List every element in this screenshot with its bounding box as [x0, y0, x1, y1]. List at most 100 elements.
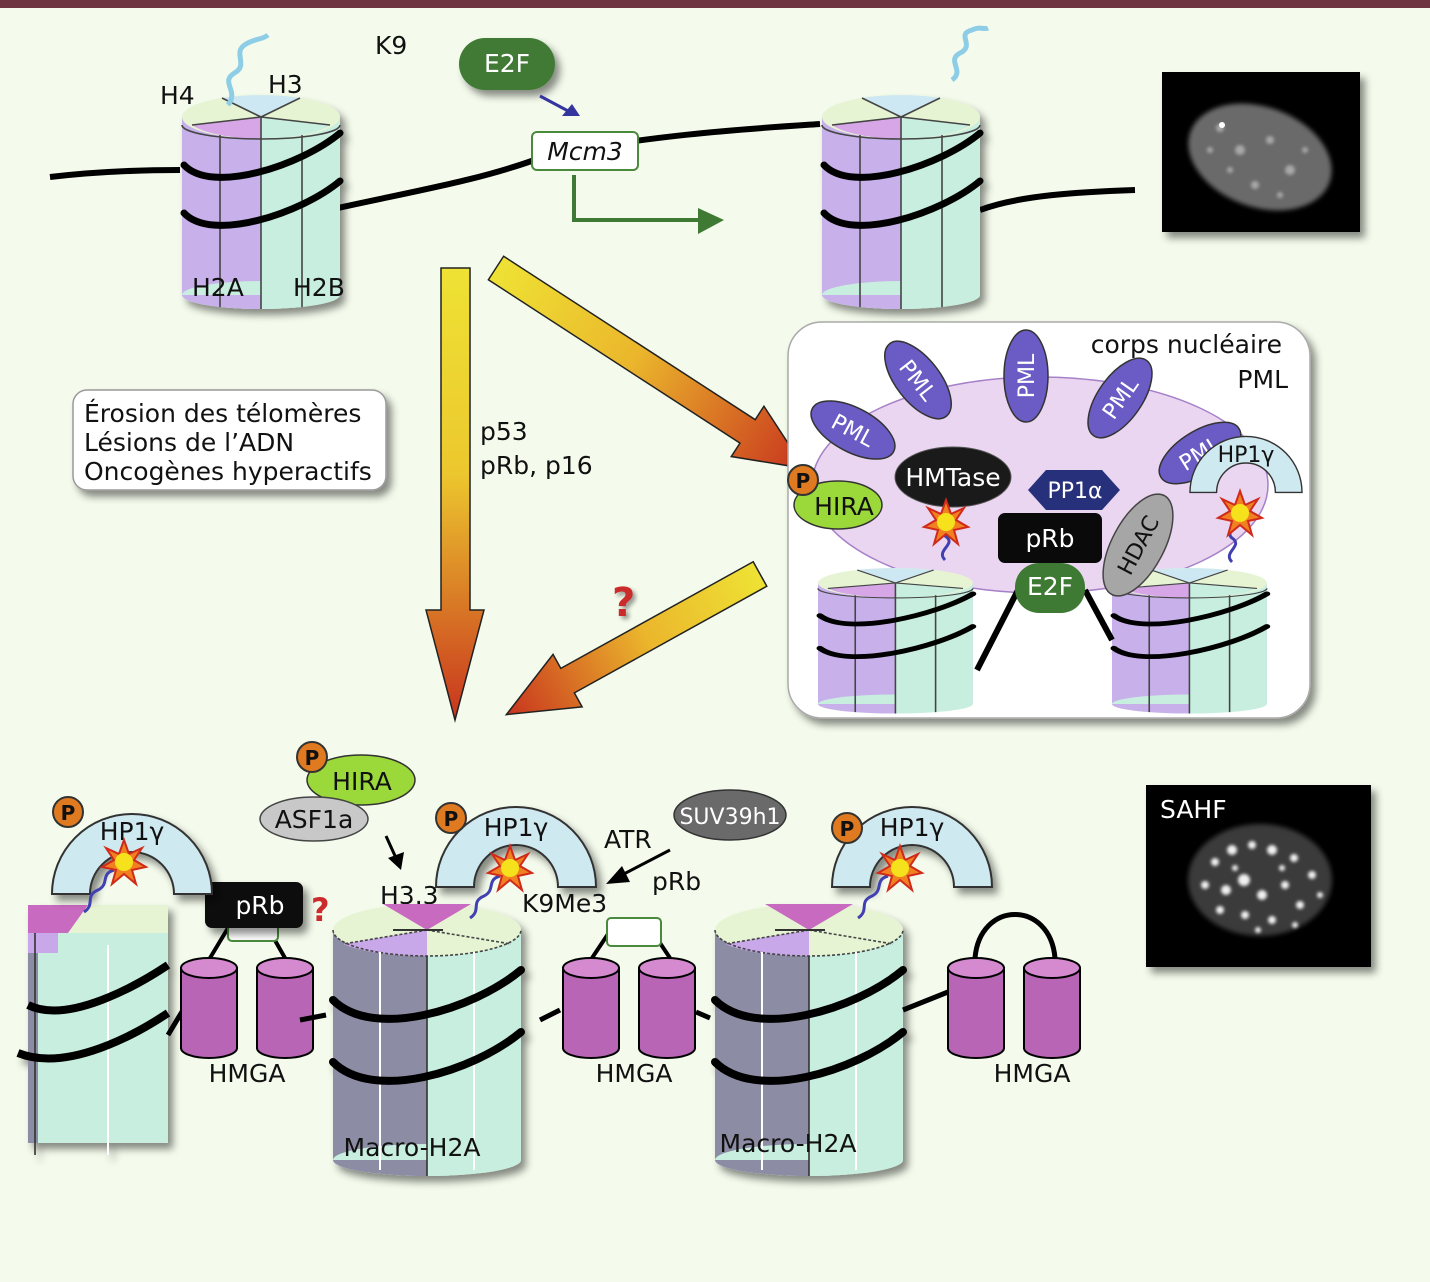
hp1g-label-right: HP1γ — [880, 813, 945, 842]
asf1a-protein — [259, 796, 369, 842]
e2f-label: E2F — [484, 49, 530, 78]
pml-protein: PML — [884, 340, 952, 420]
dna-loop — [972, 912, 1058, 959]
atr-label: ATR — [604, 825, 652, 854]
bright-spot — [1219, 122, 1225, 128]
label-h2b: H2B — [293, 273, 345, 302]
pml-body-title: corps nucléaire — [1091, 330, 1282, 359]
question-mark-pml-link: ? — [612, 580, 635, 626]
question-mark-prb: ? — [311, 891, 330, 929]
dna-strand — [902, 989, 949, 1013]
methyl-mark-icon — [487, 845, 533, 891]
top-bar — [0, 0, 1430, 8]
dna-strand — [978, 187, 1136, 213]
histone-tail — [950, 25, 990, 83]
arrow-senescence-direct — [425, 267, 485, 723]
methylation-arrowhead — [606, 866, 630, 884]
hira-label-pml: HIRA — [814, 492, 874, 521]
hp1g-label-pml: HP1γ — [1218, 443, 1275, 468]
phospho-label: P — [305, 746, 320, 770]
pml-body-title-2: PML — [1237, 365, 1288, 394]
e2f-protein-pml — [1015, 563, 1085, 613]
stimulus-oncogenes: Oncogènes hyperactifs — [84, 457, 372, 486]
suv39h1-label: SUV39h1 — [679, 805, 780, 830]
hp1g-label-left: HP1γ — [100, 817, 165, 846]
stimulus-telomere-erosion: Érosion des télomères — [84, 399, 361, 428]
asf1a-label: ASF1a — [275, 805, 354, 834]
prb-label-pml: pRb — [1025, 524, 1074, 553]
hira-label-sahf: HIRA — [332, 767, 392, 796]
hmga-protein — [947, 957, 1005, 1059]
histone-tail — [857, 874, 889, 920]
label-k9: K9 — [375, 31, 407, 60]
hmga-label-3: HMGA — [994, 1059, 1071, 1088]
hmga-label-2: HMGA — [596, 1059, 673, 1088]
histone-tail — [83, 868, 115, 914]
arrow-to-pml-body — [487, 255, 807, 470]
hmtase-protein — [894, 446, 1012, 508]
sahf-foci — [1201, 841, 1323, 933]
hp1g-label-center: HP1γ — [484, 813, 549, 842]
suv39h1-protein — [673, 789, 787, 841]
sahf-label: SAHF — [1160, 795, 1227, 824]
label-h3: H3 — [268, 70, 303, 99]
phospho-label: P — [840, 817, 855, 841]
stimuli-box — [72, 389, 387, 491]
activation-arrow — [539, 94, 571, 114]
pathway-label-prb-p16: pRb, p16 — [480, 451, 593, 480]
hira-protein-pml — [793, 480, 883, 530]
gene-promoter-box — [606, 917, 662, 947]
hmga-protein — [562, 957, 620, 1059]
e2f-label-pml: E2F — [1027, 572, 1073, 601]
pathway-label-p53: p53 — [480, 417, 528, 446]
phospho-label: P — [796, 469, 811, 493]
dna-strand — [49, 167, 181, 180]
hmga-protein — [1023, 957, 1081, 1059]
macro-h2a-label-1: Macro-H2A — [344, 1133, 481, 1162]
prb-protein-pml — [998, 513, 1102, 563]
activation-arrowhead — [562, 104, 580, 116]
dna-strand — [695, 1009, 711, 1021]
methylation-arrow — [619, 848, 671, 878]
pp1a-protein — [1028, 470, 1120, 510]
nucleosome-active-2 — [822, 95, 980, 309]
hmga-protein — [638, 957, 696, 1059]
prb-label-2: pRb — [652, 867, 701, 896]
hmga-label-1: HMGA — [209, 1059, 286, 1088]
deposition-arrowhead — [388, 852, 404, 870]
phospho-label: P — [61, 801, 76, 825]
label-h2a: H2A — [192, 273, 244, 302]
histone-tail — [469, 874, 501, 920]
hmga-protein — [180, 957, 238, 1059]
pp1a-label: PP1α — [1047, 479, 1102, 504]
dna-strand — [299, 1012, 327, 1023]
nucleosome-pml-left — [818, 568, 973, 714]
hira-protein-sahf — [306, 754, 416, 806]
nucleus-normal — [1188, 103, 1332, 211]
deposition-arrow — [384, 835, 398, 859]
prb-protein-sahf — [205, 882, 303, 928]
k9me3-label: K9Me3 — [522, 889, 607, 918]
nucleosome-heterochromatin-left — [16, 905, 171, 1155]
gene-mcm3-label: Mcm3 — [547, 137, 623, 166]
hmtase-label: HMTase — [905, 463, 1000, 492]
gene-mcm3-box — [531, 131, 639, 171]
pml-protein: PML — [1003, 329, 1049, 423]
pml-protein: PML — [810, 400, 896, 460]
prb-label-sahf: pRb — [235, 891, 284, 920]
e2f-factor — [459, 38, 555, 90]
nucleus-sahf — [1188, 824, 1332, 936]
macro-h2a-label-2: Macro-H2A — [720, 1129, 857, 1158]
transcription-arrow — [572, 175, 700, 222]
label-h4: H4 — [160, 81, 195, 110]
transcription-arrowhead — [698, 208, 724, 234]
histone-tail-k9 — [225, 32, 270, 107]
phospho-label: P — [444, 807, 459, 831]
arrow-pml-to-sahf — [504, 560, 768, 716]
hmga-protein — [256, 957, 314, 1059]
svg-text:PML: PML — [1015, 353, 1040, 398]
stimulus-dna-damage: Lésions de l’ADN — [84, 428, 294, 457]
dna-strand — [974, 588, 1021, 672]
dna-strand — [538, 1007, 562, 1023]
